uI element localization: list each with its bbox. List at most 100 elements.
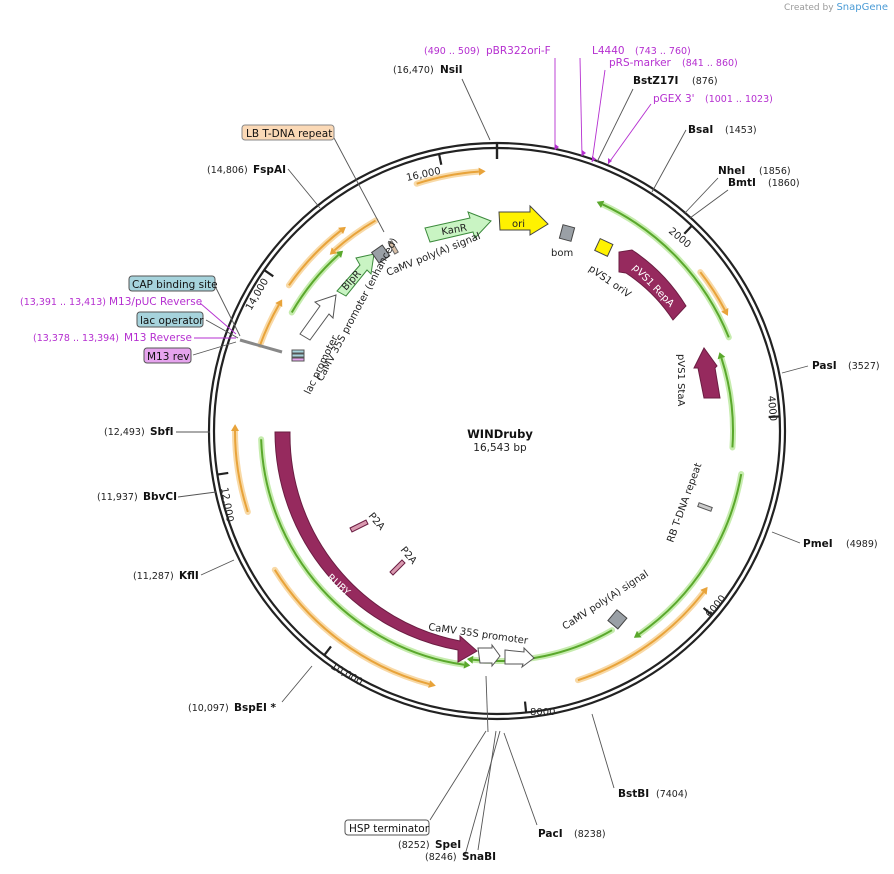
p2a-label-1: P2A bbox=[366, 511, 387, 533]
orf-arc-2 bbox=[596, 200, 732, 341]
staa-label: pVS1 StaA bbox=[675, 354, 686, 406]
primer-pos-m13rev: (13,378 .. 13,394) bbox=[33, 333, 119, 344]
pvs1-oriv-feature bbox=[594, 237, 614, 257]
site-name-sbfi: SbfI bbox=[150, 426, 174, 438]
tick-mark-0 bbox=[683, 225, 693, 235]
primer-name-l4440: L4440 bbox=[592, 45, 625, 57]
site-pos-paci: (8238) bbox=[574, 829, 606, 840]
lac-promoter-feature bbox=[239, 338, 283, 354]
cap-site-box bbox=[128, 275, 216, 292]
leader-line-19 bbox=[205, 319, 239, 339]
leader-line-1 bbox=[596, 88, 634, 163]
lb-repeat-feature bbox=[387, 240, 399, 255]
kanr-feature-arrow bbox=[424, 211, 492, 243]
polya-bottom-label: CaMV poly(A) signal bbox=[561, 569, 651, 633]
leader-line-22 bbox=[579, 57, 583, 157]
primer-arrowhead-2 bbox=[592, 156, 596, 162]
leader-line-25 bbox=[199, 302, 237, 335]
site-pos-pasi: (3527) bbox=[848, 361, 880, 372]
orf-arc-3 bbox=[717, 352, 736, 451]
lb-repeat-box bbox=[241, 124, 335, 141]
p35s-arrow-2 bbox=[504, 646, 535, 669]
leader-line-0 bbox=[461, 78, 491, 141]
site-pos-nsii: (16,470) bbox=[393, 65, 434, 76]
m13rev-box bbox=[143, 347, 192, 364]
tick-mark-7 bbox=[437, 153, 443, 165]
site-pos-spei: (8252) bbox=[398, 840, 430, 851]
primer-name-m13rev: M13 Reverse bbox=[124, 332, 192, 344]
primer-arrowhead-1 bbox=[582, 150, 586, 156]
tick-mark-5 bbox=[217, 471, 229, 476]
plasmid-name: WINDruby bbox=[467, 427, 533, 441]
ori-feature-arrow bbox=[498, 204, 549, 236]
leader-line-18 bbox=[213, 283, 241, 337]
hsp-terminator-box bbox=[344, 819, 430, 836]
orf-arc-9 bbox=[231, 424, 251, 515]
leader-line-4 bbox=[689, 189, 729, 219]
leader-line-3 bbox=[683, 177, 719, 215]
orf-arc-7 bbox=[271, 566, 436, 688]
orf-arc-13 bbox=[257, 299, 283, 348]
leader-line-14 bbox=[177, 491, 217, 498]
leader-line-13 bbox=[200, 559, 235, 576]
primer-pos-prs: (841 .. 860) bbox=[682, 58, 738, 69]
snapgene-brand: Created by SnapGene bbox=[784, 2, 888, 13]
site-pos-bstbi: (7404) bbox=[656, 789, 688, 800]
leader-line-10 bbox=[477, 730, 497, 851]
staa-feature-arrow bbox=[693, 347, 721, 399]
site-name-pasi: PasI bbox=[812, 360, 837, 372]
m13rev-box-text: M13 rev bbox=[147, 351, 190, 363]
tick-mark-1 bbox=[768, 415, 780, 419]
orf-arc-10 bbox=[288, 250, 344, 316]
tick-label-12000: 12,000 bbox=[218, 487, 235, 523]
site-pos-bstz17i: (876) bbox=[692, 76, 718, 87]
tick-label-8000: 8000 bbox=[530, 707, 555, 718]
polya-top-feature bbox=[370, 244, 391, 264]
site-pos-snabi: (8246) bbox=[425, 852, 457, 863]
tick-marks bbox=[217, 143, 780, 713]
site-pos-kfli: (11,287) bbox=[133, 571, 174, 582]
site-name-pmei: PmeI bbox=[803, 538, 833, 550]
p2a-feature-1 bbox=[349, 519, 369, 533]
orf-arc-11 bbox=[285, 226, 346, 289]
primer-arrowhead-3 bbox=[608, 158, 612, 164]
leader-line-16 bbox=[287, 168, 321, 209]
tick-label-10000: 10,000 bbox=[329, 661, 365, 688]
p35s-enhanced-arrow bbox=[299, 294, 337, 341]
hsp-terminator-box-text: HSP terminator bbox=[349, 823, 430, 835]
orf-arc-1 bbox=[697, 269, 729, 316]
ruby-feature-arrow bbox=[274, 431, 478, 663]
bom-label: bom bbox=[551, 248, 573, 259]
leader-line-23 bbox=[591, 69, 606, 163]
site-name-bstz17i: BstZ17I bbox=[633, 75, 678, 87]
tick-mark-2 bbox=[702, 607, 713, 616]
site-pos-bspei: (10,097) bbox=[188, 703, 229, 714]
tick-mark-6 bbox=[263, 269, 274, 278]
label-leader-lines bbox=[176, 57, 809, 856]
primer-name-m13puc: M13/pUC Reverse bbox=[109, 296, 202, 308]
orf-arc-0 bbox=[413, 167, 486, 187]
primer-pos-pgex: (1001 .. 1023) bbox=[705, 94, 773, 105]
plasmid-size: 16,543 bp bbox=[473, 442, 527, 454]
leader-line-6 bbox=[771, 531, 801, 544]
site-name-nsii: NsiI bbox=[440, 64, 463, 76]
primer-name-prs: pRS-marker bbox=[609, 57, 672, 69]
site-name-kfli: KflI bbox=[179, 570, 199, 582]
site-pos-bsai: (1453) bbox=[725, 125, 757, 136]
tick-mark-4 bbox=[323, 645, 332, 656]
site-pos-fspai: (14,806) bbox=[207, 165, 248, 176]
site-pos-bbvci: (11,937) bbox=[97, 492, 138, 503]
primer-pos-m13puc: (13,391 .. 13,413) bbox=[20, 297, 106, 308]
tick-mark-3 bbox=[523, 701, 528, 713]
blpr-feature-arrow bbox=[336, 253, 375, 297]
primer-pos-pbr322: (490 .. 509) bbox=[424, 46, 480, 57]
lac-operator-box-text: lac operator bbox=[140, 315, 204, 327]
leader-line-27 bbox=[485, 675, 489, 733]
site-name-spei: SpeI bbox=[435, 839, 461, 851]
ori-label: ori bbox=[512, 219, 525, 230]
m13rev-feature bbox=[291, 357, 305, 362]
site-name-paci: PacI bbox=[538, 828, 563, 840]
site-name-bspei: BspEI * bbox=[234, 702, 277, 714]
leader-line-12 bbox=[281, 665, 313, 703]
site-name-nhei: NheI bbox=[718, 165, 745, 177]
